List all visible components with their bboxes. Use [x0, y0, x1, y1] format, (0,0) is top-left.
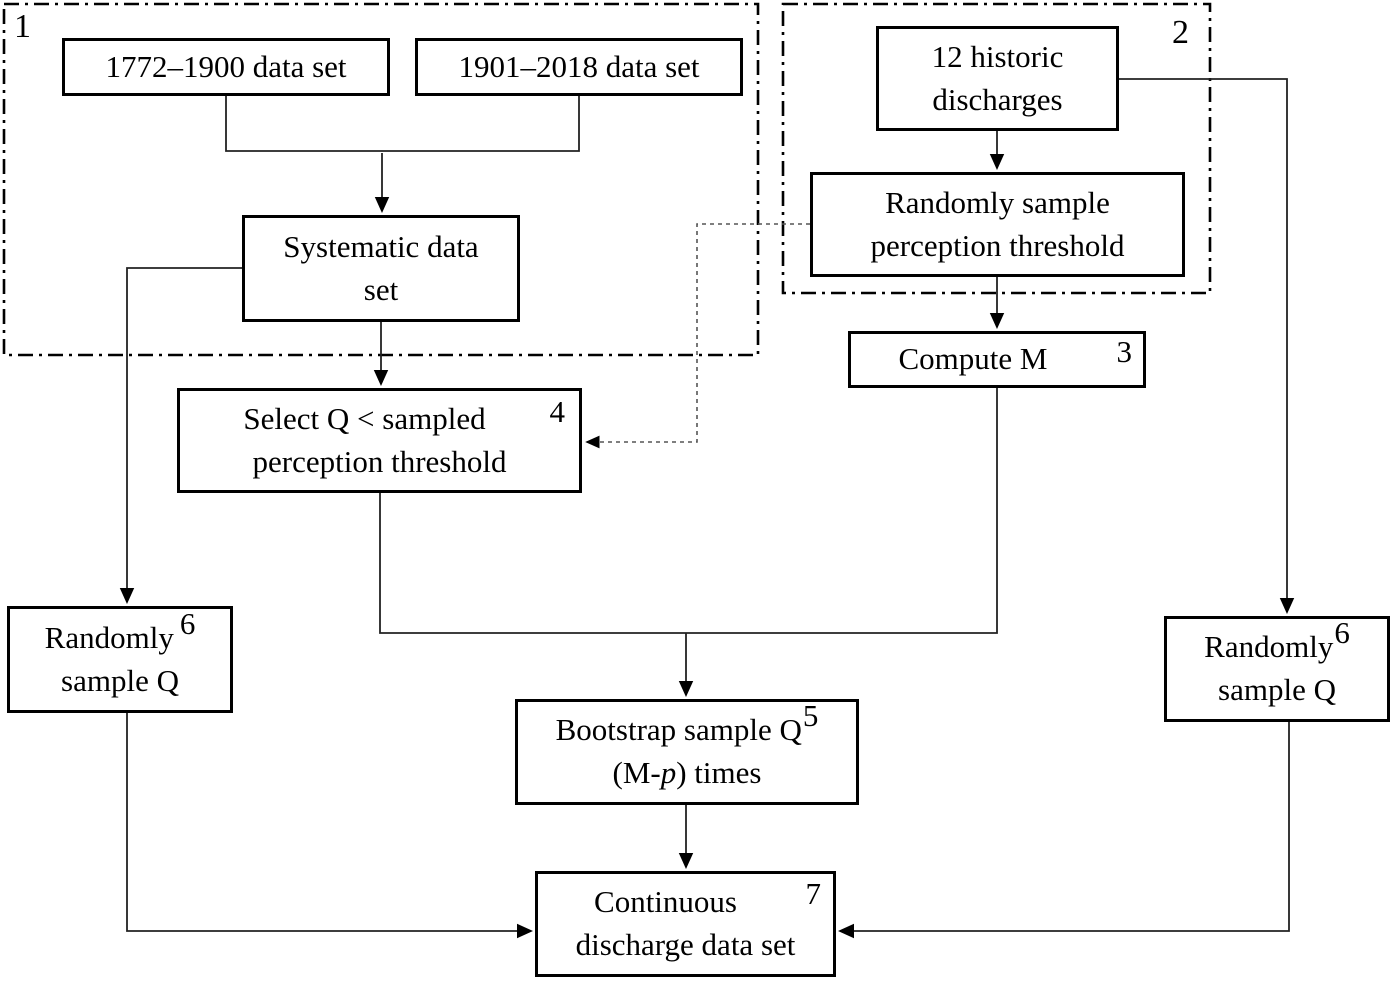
step-number-5: 5	[802, 698, 819, 734]
node-label-line1: Continuous	[594, 884, 737, 920]
group-1-label: 1	[14, 8, 31, 45]
step-number-6: 6	[179, 605, 196, 641]
connector-historic-to-randomq-right	[1119, 78, 1295, 615]
node-select-q-below-threshold: Select Q < sampled perception threshold …	[177, 388, 582, 493]
connector-selectq-computem-merge	[379, 388, 998, 634]
connector-perception-to-selectq-dotted	[585, 223, 810, 449]
node-label-line2: sample Q	[61, 662, 179, 698]
node-randomly-sample-perception-threshold: Randomly sample perception threshold	[810, 172, 1185, 277]
node-label-line1: Bootstrap sample Q5	[555, 698, 819, 748]
node-label: 1901–2018 data set	[458, 48, 700, 84]
connector-systematic-to-randomq-left	[119, 267, 242, 605]
node-label-line2: set	[363, 271, 399, 307]
node-label: 1772–1900 data set	[105, 48, 347, 84]
group-2-border	[781, 2, 1212, 295]
node-systematic-data-set: Systematic data set	[242, 215, 520, 322]
node-bootstrap-sample-q: Bootstrap sample Q5 (M-p) times	[515, 699, 859, 805]
node-label-line2: discharges	[932, 81, 1063, 117]
node-label-line1: Randomly sample	[885, 184, 1110, 220]
node-label-line2: (M-p) times	[612, 755, 762, 790]
node-label-line1: Select Q < sampled	[243, 400, 486, 436]
node-label-line2: discharge data set	[575, 927, 796, 962]
node-label-line1: Systematic data	[283, 228, 479, 264]
step-number-4: 4	[549, 394, 566, 429]
step-number-7: 7	[805, 876, 822, 911]
connector-datasets-merge	[225, 96, 580, 152]
node-label-line2: perception threshold	[252, 443, 507, 479]
node-compute-m: Compute M 3	[848, 331, 1146, 388]
node-randomly-sample-q-right: Randomly6 sample Q	[1164, 616, 1390, 722]
node-dataset-1901-2018: 1901–2018 data set	[415, 38, 743, 96]
node-label: Compute M	[898, 341, 1048, 377]
step-number-3: 3	[1116, 334, 1133, 369]
node-label-line1: 12 historic	[931, 38, 1064, 74]
node-label-line2: sample Q	[1218, 672, 1336, 707]
group-2-label: 2	[1172, 14, 1189, 51]
connector-randomq-left-to-continuous	[126, 713, 534, 939]
node-12-historic-discharges: 12 historic discharges	[876, 26, 1119, 131]
node-label-line1: Randomly6	[1204, 615, 1350, 665]
node-label-line2: perception threshold	[870, 227, 1125, 263]
connector-randomq-right-to-continuous	[837, 722, 1290, 939]
node-continuous-discharge-data-set: Continuous discharge data set 7	[535, 871, 836, 977]
step-number-6: 6	[1334, 615, 1350, 651]
node-dataset-1772-1900: 1772–1900 data set	[62, 38, 390, 96]
